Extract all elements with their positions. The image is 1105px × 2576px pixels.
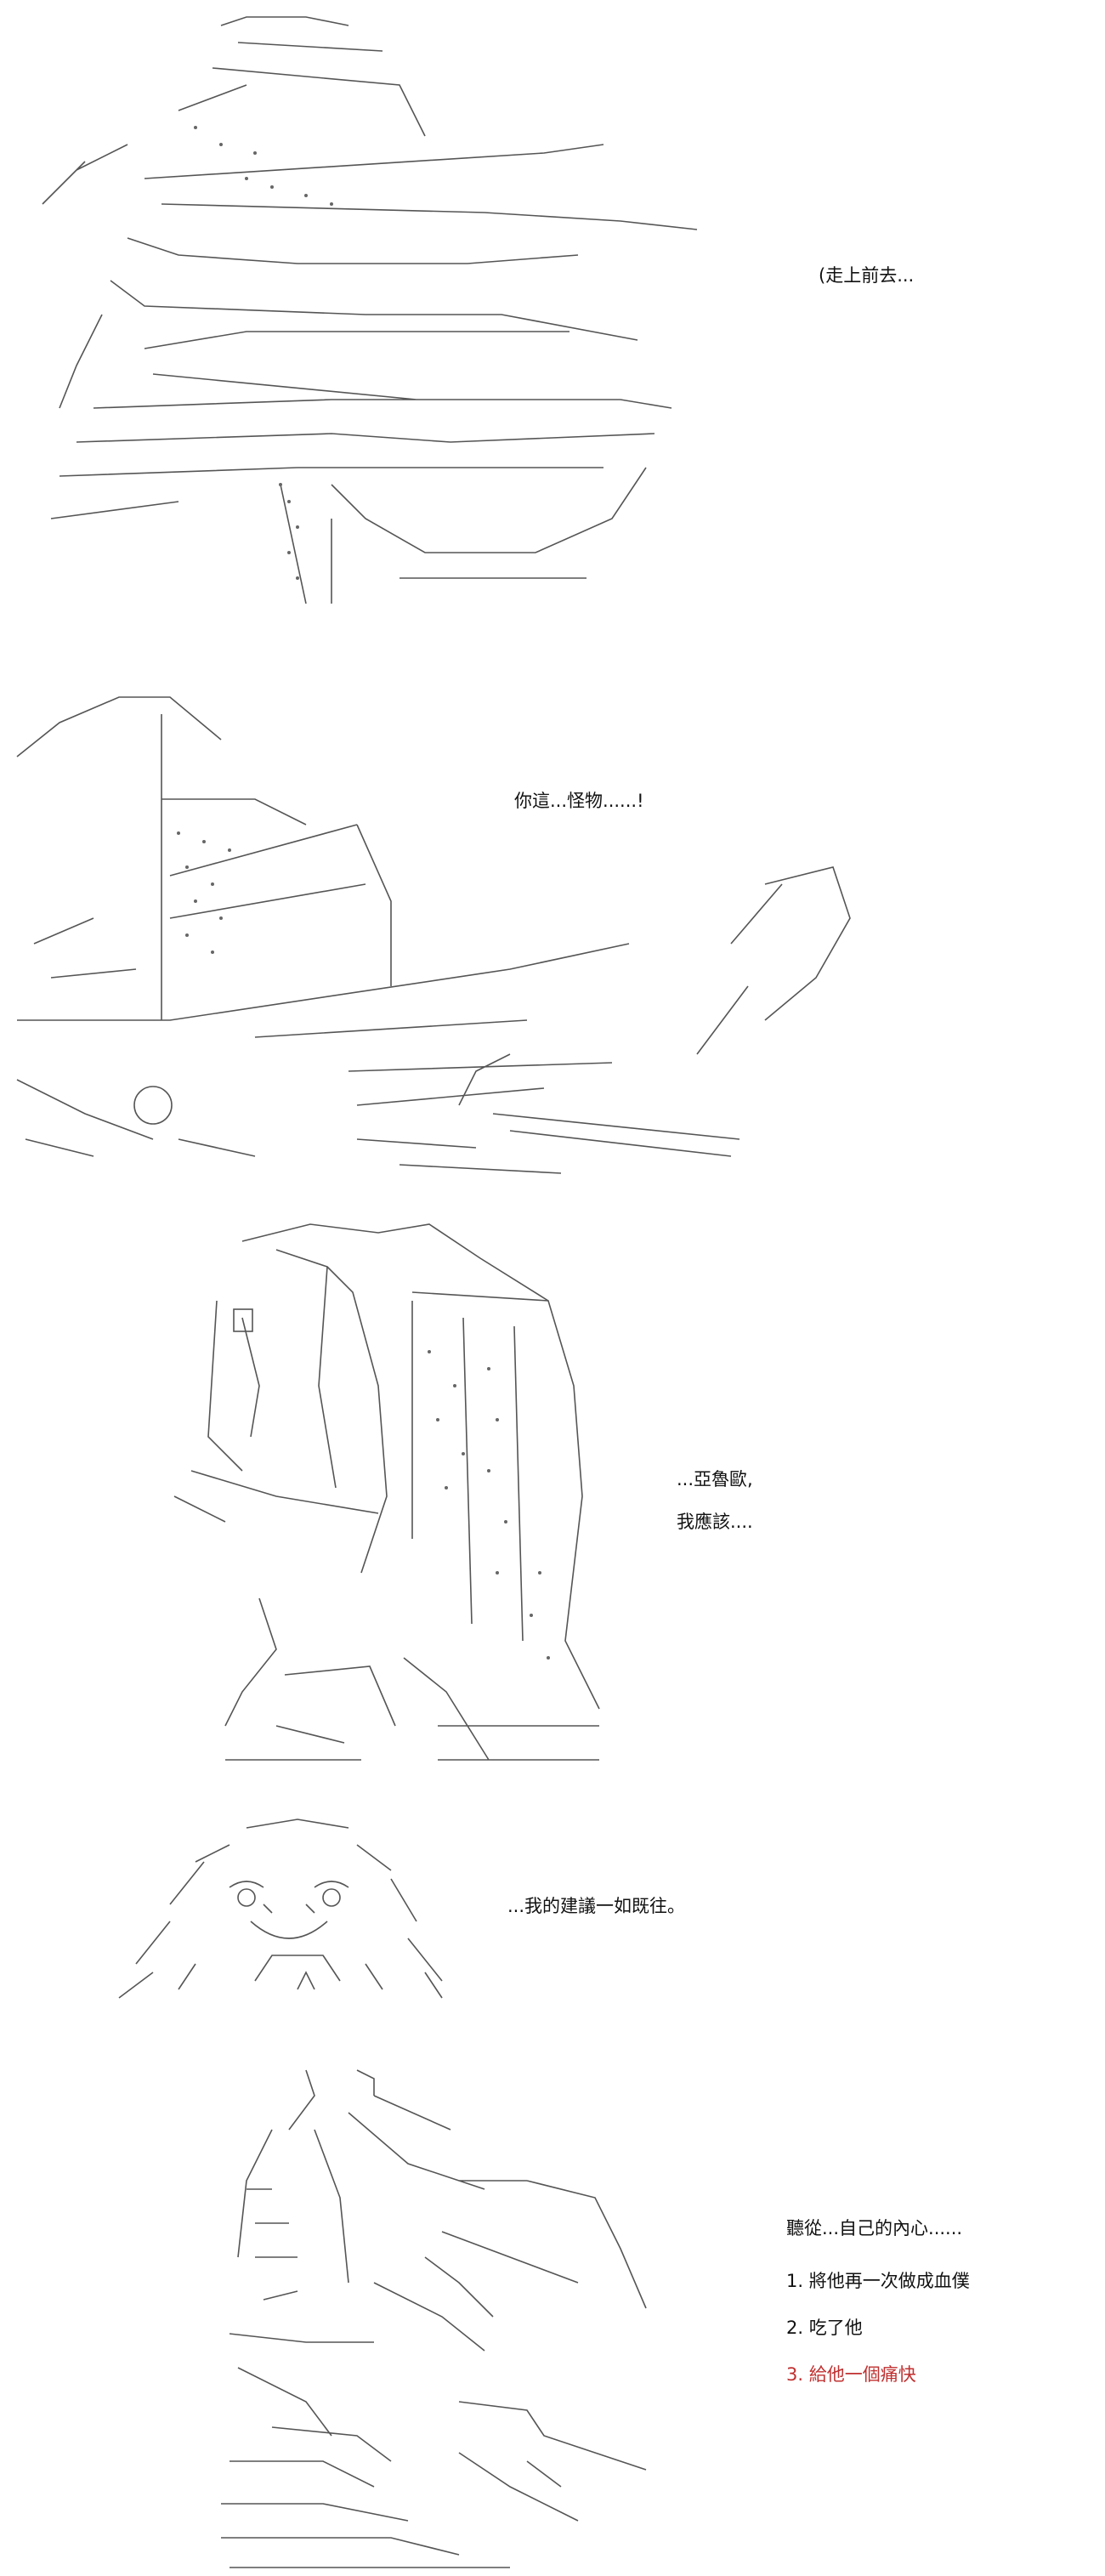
choice-option-1[interactable]: 1. 將他再一次做成血僕 — [786, 2271, 970, 2291]
dialog-text: ...我的建議一如既往。 — [507, 1896, 686, 1916]
panel-2: 你這...怪物......! — [0, 646, 1105, 1190]
hooded-figure-art-icon — [204, 2062, 697, 2572]
smiling-face-art-icon — [102, 1811, 459, 2006]
dialog-text: ...亞魯歐, — [677, 1469, 753, 1489]
wolf-beast-art-icon — [26, 9, 722, 604]
dialog-text: 你這...怪物......! — [514, 791, 644, 811]
choice-option-2[interactable]: 2. 吃了他 — [786, 2318, 863, 2338]
standing-figures-art-icon — [157, 1216, 633, 1777]
panel-4: ...我的建議一如既往。 — [0, 1802, 1105, 2023]
choice-option-3[interactable]: 3. 給他一個痛快 — [786, 2364, 916, 2385]
panel-1: (走上前去... — [0, 0, 1105, 612]
monster-claw-art-icon — [0, 663, 867, 1190]
panel-5: 聽從...自己的內心...... 1. 將他再一次做成血僕 2. 吃了他 3. … — [0, 2057, 1105, 2576]
dialog-text: (走上前去... — [819, 265, 915, 286]
dialog-text: 聽從...自己的內心...... — [786, 2218, 963, 2238]
panel-3: ...亞魯歐, 我應該.... — [0, 1207, 1105, 1785]
dialog-text: 我應該.... — [677, 1512, 753, 1532]
